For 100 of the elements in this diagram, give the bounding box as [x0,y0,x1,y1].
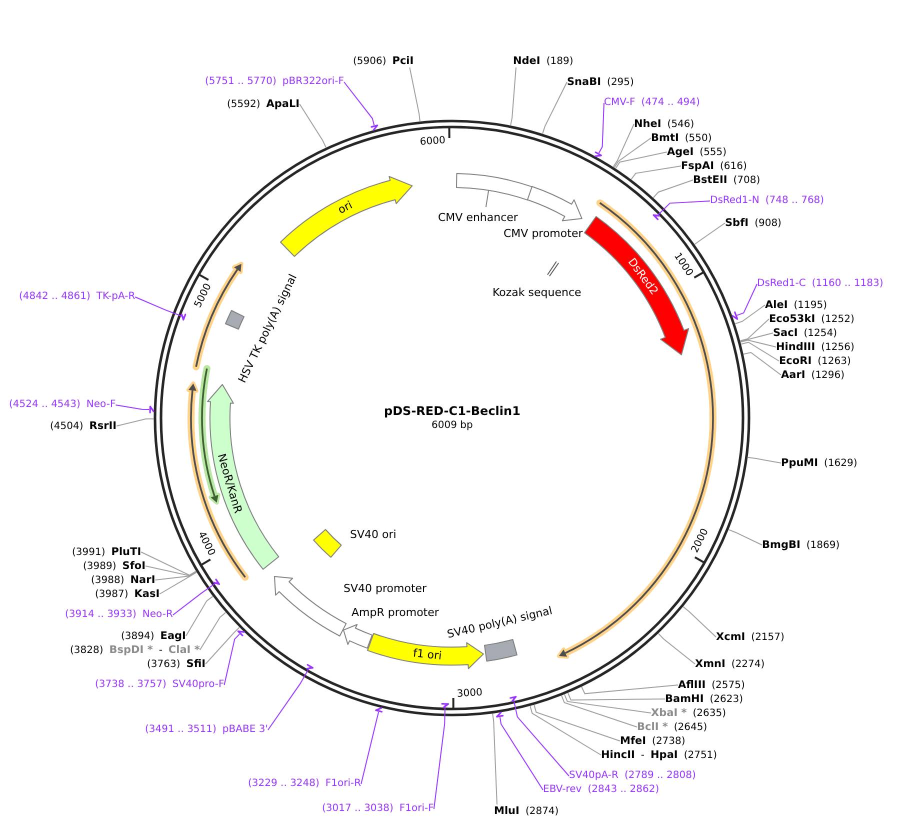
site-position: (1252) [821,314,854,326]
leader-line [561,695,638,728]
enzyme-name: PpuMI [781,456,818,468]
leader-line [747,456,782,464]
site-position: (3987) [95,588,128,600]
primer-range: (3017 .. 3038) [322,803,394,815]
leader-line [612,124,634,168]
leader-line [116,418,154,426]
site-position: (4504) [50,420,84,432]
enzyme-name: XbaI * [651,706,687,718]
scale-label: 4000 [194,529,216,558]
primer-range: (3229 .. 3248) [248,778,320,790]
leader-line [615,152,668,169]
enzyme-name: EagI [160,630,186,642]
enzyme-name: BspDI * [109,644,153,656]
leader-line [598,102,604,154]
site-position: (2157) [751,632,784,644]
leader-line [658,633,696,664]
scale-label: 5000 [192,282,215,310]
primer-name: TK-pA-R [96,291,136,303]
leader-line [682,606,716,638]
primer-range: (2789 .. 2808) [624,770,696,782]
leader-line [530,706,602,756]
site-position: (2645) [674,722,708,734]
enzyme-name: BamHI [665,692,704,704]
leader-line [172,582,218,616]
enzyme-name: AgeI [667,146,694,158]
feature-label: SV40 promoter [344,582,427,594]
site-position: (1256) [821,342,854,354]
enzyme-name: SfoI [122,560,146,572]
plasmid-size: 6009 bp [432,420,473,432]
name-separator: - [640,750,645,762]
site-position: (2575) [712,680,745,692]
site-position: (1869) [806,540,840,552]
primer-range: (3738 .. 3757) [95,679,166,691]
primer-range: (4842 .. 4861) [19,291,90,303]
leader-line [499,716,544,790]
leader-line [564,694,652,714]
leader-line [734,304,766,324]
enzyme-name: AflIII [678,678,706,690]
site-position: (2751) [684,750,718,762]
site-position: (1254) [804,328,838,340]
enzyme-name: PciI [392,54,414,66]
leader-line [614,138,652,168]
enzyme-name: HpaI [650,748,678,760]
primer-name: DsRed1-N [710,195,760,207]
site-position: (2738) [652,736,686,748]
enzyme-name: AarI [781,368,806,380]
enzyme-name: SbfI [725,216,749,228]
enzyme-name: SacI [773,326,798,338]
enzyme-name: SfiI [186,658,206,670]
leader-line [740,318,770,342]
enzyme-name: MfeI [620,734,646,746]
leader-line [360,711,380,784]
primer-range: (3491 .. 3511) [145,724,216,736]
site-position: (708) [733,174,760,186]
enzyme-name: NarI [130,574,156,586]
site-position: (1263) [818,356,851,368]
leader-line [542,82,568,134]
primer-name: F1ori-F [399,803,434,815]
leader-line [740,332,774,342]
enzyme-name: BmtI [651,132,679,144]
primer-name: EBV-rev [543,784,582,796]
site-position: (3828) [70,644,104,656]
site-position: (5906) [353,56,386,68]
enzyme-name: XcmI [716,630,746,642]
leader-line [145,566,197,576]
enzyme-name: KasI [134,588,160,600]
scale-label: 6000 [420,134,446,149]
primer-range: (1160 .. 1183) [812,278,884,290]
feature-label: SV40 ori [350,528,396,540]
enzyme-name: EcoRI [779,354,812,366]
enzyme-name: NheI [634,118,662,130]
leader-line [740,342,780,362]
site-position: (295) [607,76,634,88]
primer-name: Neo-F [86,399,116,411]
enzyme-name: HindIII [776,340,816,352]
scale-label: 2000 [689,527,712,556]
leader-line [134,296,184,318]
leader-line [205,626,240,664]
leader-line [694,222,726,245]
leader-line [115,404,150,410]
feature-label: CMV enhancer [438,210,518,224]
leader-line [512,698,570,776]
primer-name: pBABE 3' [222,724,268,736]
site-position: (2874) [525,806,559,818]
leader-line [630,166,682,180]
primer-range: (2843 .. 2862) [588,784,660,796]
primer-name: pBR322ori-F [282,76,344,88]
feature-label: f1 ori [412,646,442,663]
leader-line [510,67,516,126]
leader-line [199,612,226,650]
site-position: (1296) [811,370,845,382]
site-position: (555) [700,146,727,158]
enzyme-name: ClaI * [168,644,200,656]
feature-label: AmpR promoter [352,606,439,618]
leader-line [736,284,758,316]
site-position: (3894) [121,630,154,642]
enzyme-name: BmgBI [762,538,800,550]
primer-name: DsRed1-C [757,278,806,290]
